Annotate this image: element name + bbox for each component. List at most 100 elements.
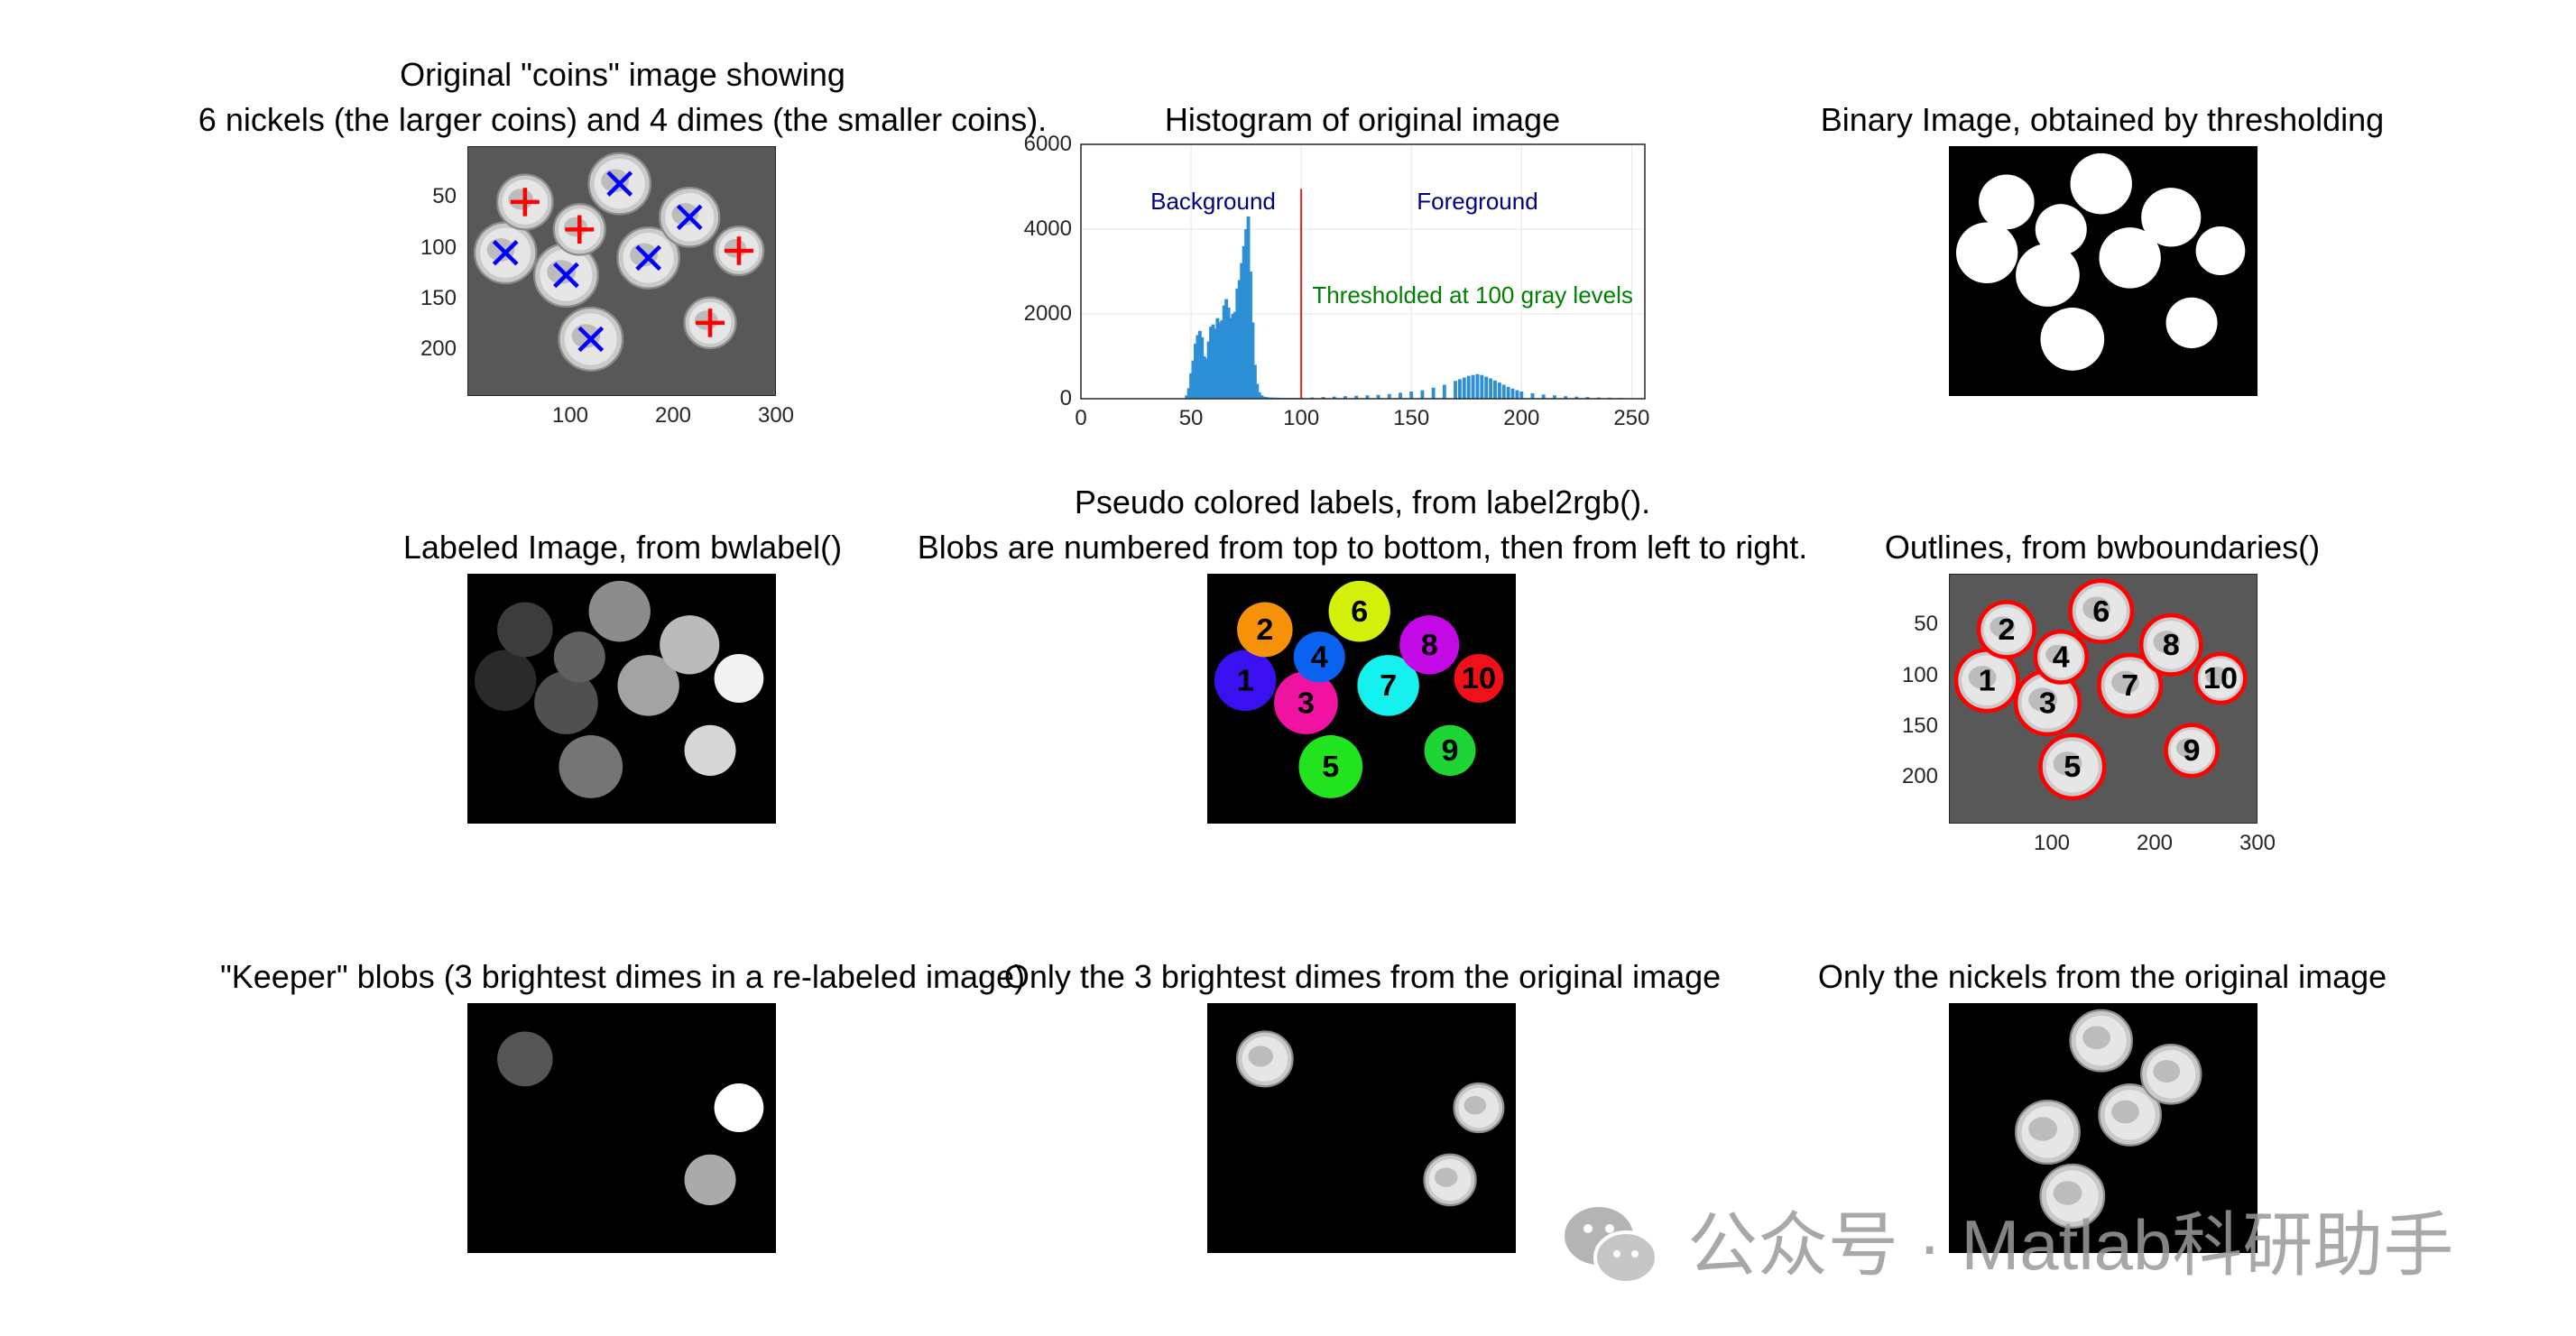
x-marker-6 [606, 170, 633, 197]
y-tick-label: 150 [420, 285, 457, 310]
binary-blob-3 [2016, 244, 2080, 307]
boundary-outline [2038, 732, 2107, 801]
original-coins-svg [473, 152, 765, 372]
histogram-annotation: Background [1150, 188, 1276, 216]
pseudo-blob-3 [1274, 671, 1338, 734]
histogram-bar [1332, 396, 1336, 399]
pseudo-title-line1: Pseudo colored labels, from label2rgb(). [1074, 484, 1651, 521]
histogram-title: Histogram of original image [1164, 101, 1561, 138]
outline-blob-number: 7 [2121, 668, 2138, 703]
keeper-svg [497, 1031, 764, 1206]
histogram-bar [1220, 320, 1224, 399]
pseudo-blob-5 [1298, 735, 1363, 798]
binary-blob-2 [1979, 174, 2035, 230]
x-marker-5 [577, 326, 605, 353]
outlined-coin-8 [2140, 614, 2202, 676]
y-tick-label: 50 [1914, 612, 1938, 637]
histogram-chart [1080, 143, 1646, 400]
histogram-bar [1376, 394, 1380, 399]
labeled-blob-2 [497, 602, 553, 658]
pseudo-blob-number: 3 [1297, 686, 1315, 720]
plus-marker-4 [565, 215, 595, 244]
outline-blob-number: 9 [2184, 733, 2201, 768]
histogram-x-tick-label: 0 [1075, 406, 1087, 430]
labeled-blob-3 [534, 671, 598, 734]
histogram-bar [1189, 373, 1194, 399]
histogram-bar [1365, 395, 1370, 399]
x-marker-3 [553, 262, 579, 289]
y-tick-label: 100 [1901, 662, 1938, 687]
binary-blob-6 [2070, 152, 2132, 215]
labeled-blob-10 [714, 653, 764, 704]
outlined-coin-7 [2098, 653, 2162, 717]
outline-blob-number: 8 [2163, 628, 2180, 662]
wechat-icon [1565, 1207, 1658, 1285]
histogram-bar [1420, 390, 1425, 399]
x-tick-label: 300 [757, 403, 795, 428]
pseudo-blob-number: 10 [1462, 661, 1496, 696]
x-tick-label: 200 [2136, 831, 2174, 855]
boundary-outline [2033, 629, 2090, 685]
pseudo-blob-number: 5 [1322, 750, 1339, 784]
histogram-bar [1215, 318, 1220, 399]
histogram-bar [1197, 330, 1202, 399]
histogram-bar [1457, 379, 1462, 399]
x-marker-8 [676, 204, 703, 231]
histogram-bar [1237, 280, 1242, 399]
histogram-bar [1233, 311, 1237, 399]
histogram-x-tick-label: 250 [1613, 406, 1650, 430]
histogram-y-tick-label: 6000 [1023, 132, 1072, 156]
histogram-bar [1244, 229, 1249, 399]
outlines-axis-frame [1949, 574, 2257, 824]
histogram-bar [1541, 394, 1546, 399]
pseudo-blob-10 [1454, 653, 1504, 704]
histogram-x-tick-label: 100 [1283, 406, 1320, 430]
histogram-bar [1264, 397, 1269, 399]
outline-blob-number: 5 [2064, 750, 2081, 784]
nickel-coin-5 [2039, 1163, 2106, 1229]
histogram-bar [1261, 396, 1266, 399]
x-marker-7 [635, 244, 662, 272]
outline-blob-number: 4 [2053, 640, 2070, 675]
histogram-bar [1564, 396, 1568, 399]
binary-blob-10 [2195, 226, 2246, 276]
histogram-bar [1260, 395, 1264, 399]
histogram-bar [1224, 299, 1229, 399]
histogram-bar [1506, 386, 1510, 399]
histogram-x-tick-label: 200 [1503, 406, 1540, 430]
pseudo-blob-4 [1293, 631, 1345, 683]
nickels-only-title: Only the nickels from the original image [1817, 958, 2387, 995]
nickel-coin-7 [2098, 1083, 2162, 1147]
histogram-bar [1226, 307, 1231, 399]
binary-blob-5 [2040, 308, 2105, 371]
histogram-bar [1246, 216, 1251, 399]
histogram-bar [1552, 395, 1556, 399]
histogram-bar [1387, 393, 1391, 399]
pseudo-blob-number: 1 [1237, 664, 1254, 698]
histogram-bar [1217, 322, 1222, 399]
original-axis-frame [467, 146, 776, 396]
keeper-blob-9 [684, 1154, 736, 1206]
pseudo-blob-number: 6 [1351, 594, 1368, 629]
histogram-bar [1475, 373, 1480, 399]
dimes-only-title: Only the 3 brightest dimes from the orig… [1003, 958, 1722, 995]
dime-coin-10 [1453, 1082, 1505, 1134]
histogram-bar [1235, 288, 1240, 399]
dimes-only-image [1207, 1003, 1516, 1253]
histogram-bar [1501, 384, 1506, 399]
histogram-bar [1409, 392, 1414, 399]
pseudo-blob-number: 7 [1380, 668, 1397, 703]
pseudo-blob-number: 4 [1311, 640, 1328, 675]
y-tick-label: 200 [420, 336, 457, 362]
labeled-blob-9 [684, 724, 736, 777]
keeper-title: "Keeper" blobs (3 brightest dimes in a r… [219, 958, 1026, 995]
plus-marker-2 [510, 188, 540, 217]
y-tick-label: 50 [432, 184, 457, 209]
histogram-bar [1399, 392, 1402, 399]
nickel-coin-8 [2140, 1044, 2202, 1105]
binary-blob-9 [2165, 297, 2218, 349]
outline-blob-number: 2 [1998, 613, 2015, 647]
histogram-bar [1211, 324, 1215, 399]
